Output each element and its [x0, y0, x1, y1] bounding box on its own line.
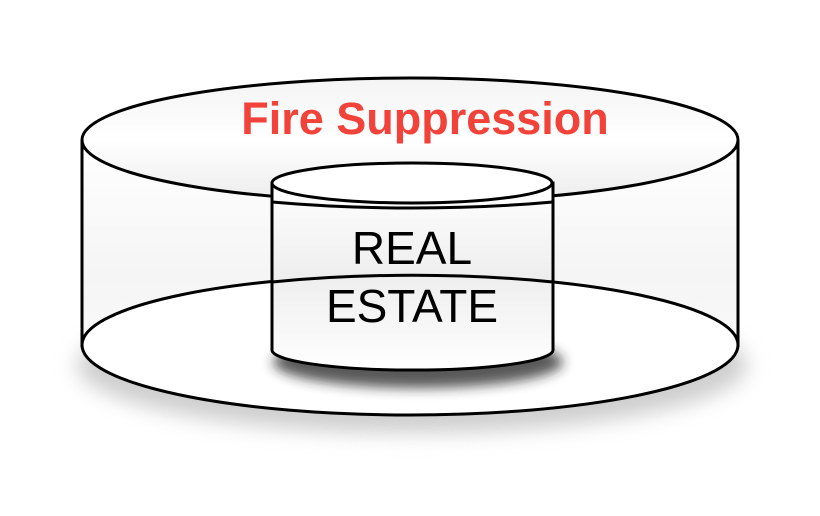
real-estate-label-line1: REAL [352, 222, 472, 274]
fire-suppression-label: Fire Suppression [241, 93, 609, 144]
inner-cylinder [270, 161, 555, 372]
outer-top-front-arc [271, 200, 554, 210]
outer-bottom-back-arc [271, 273, 554, 284]
real-estate-label-line2: ESTATE [326, 280, 498, 332]
inner-cylinder-top [270, 161, 554, 205]
